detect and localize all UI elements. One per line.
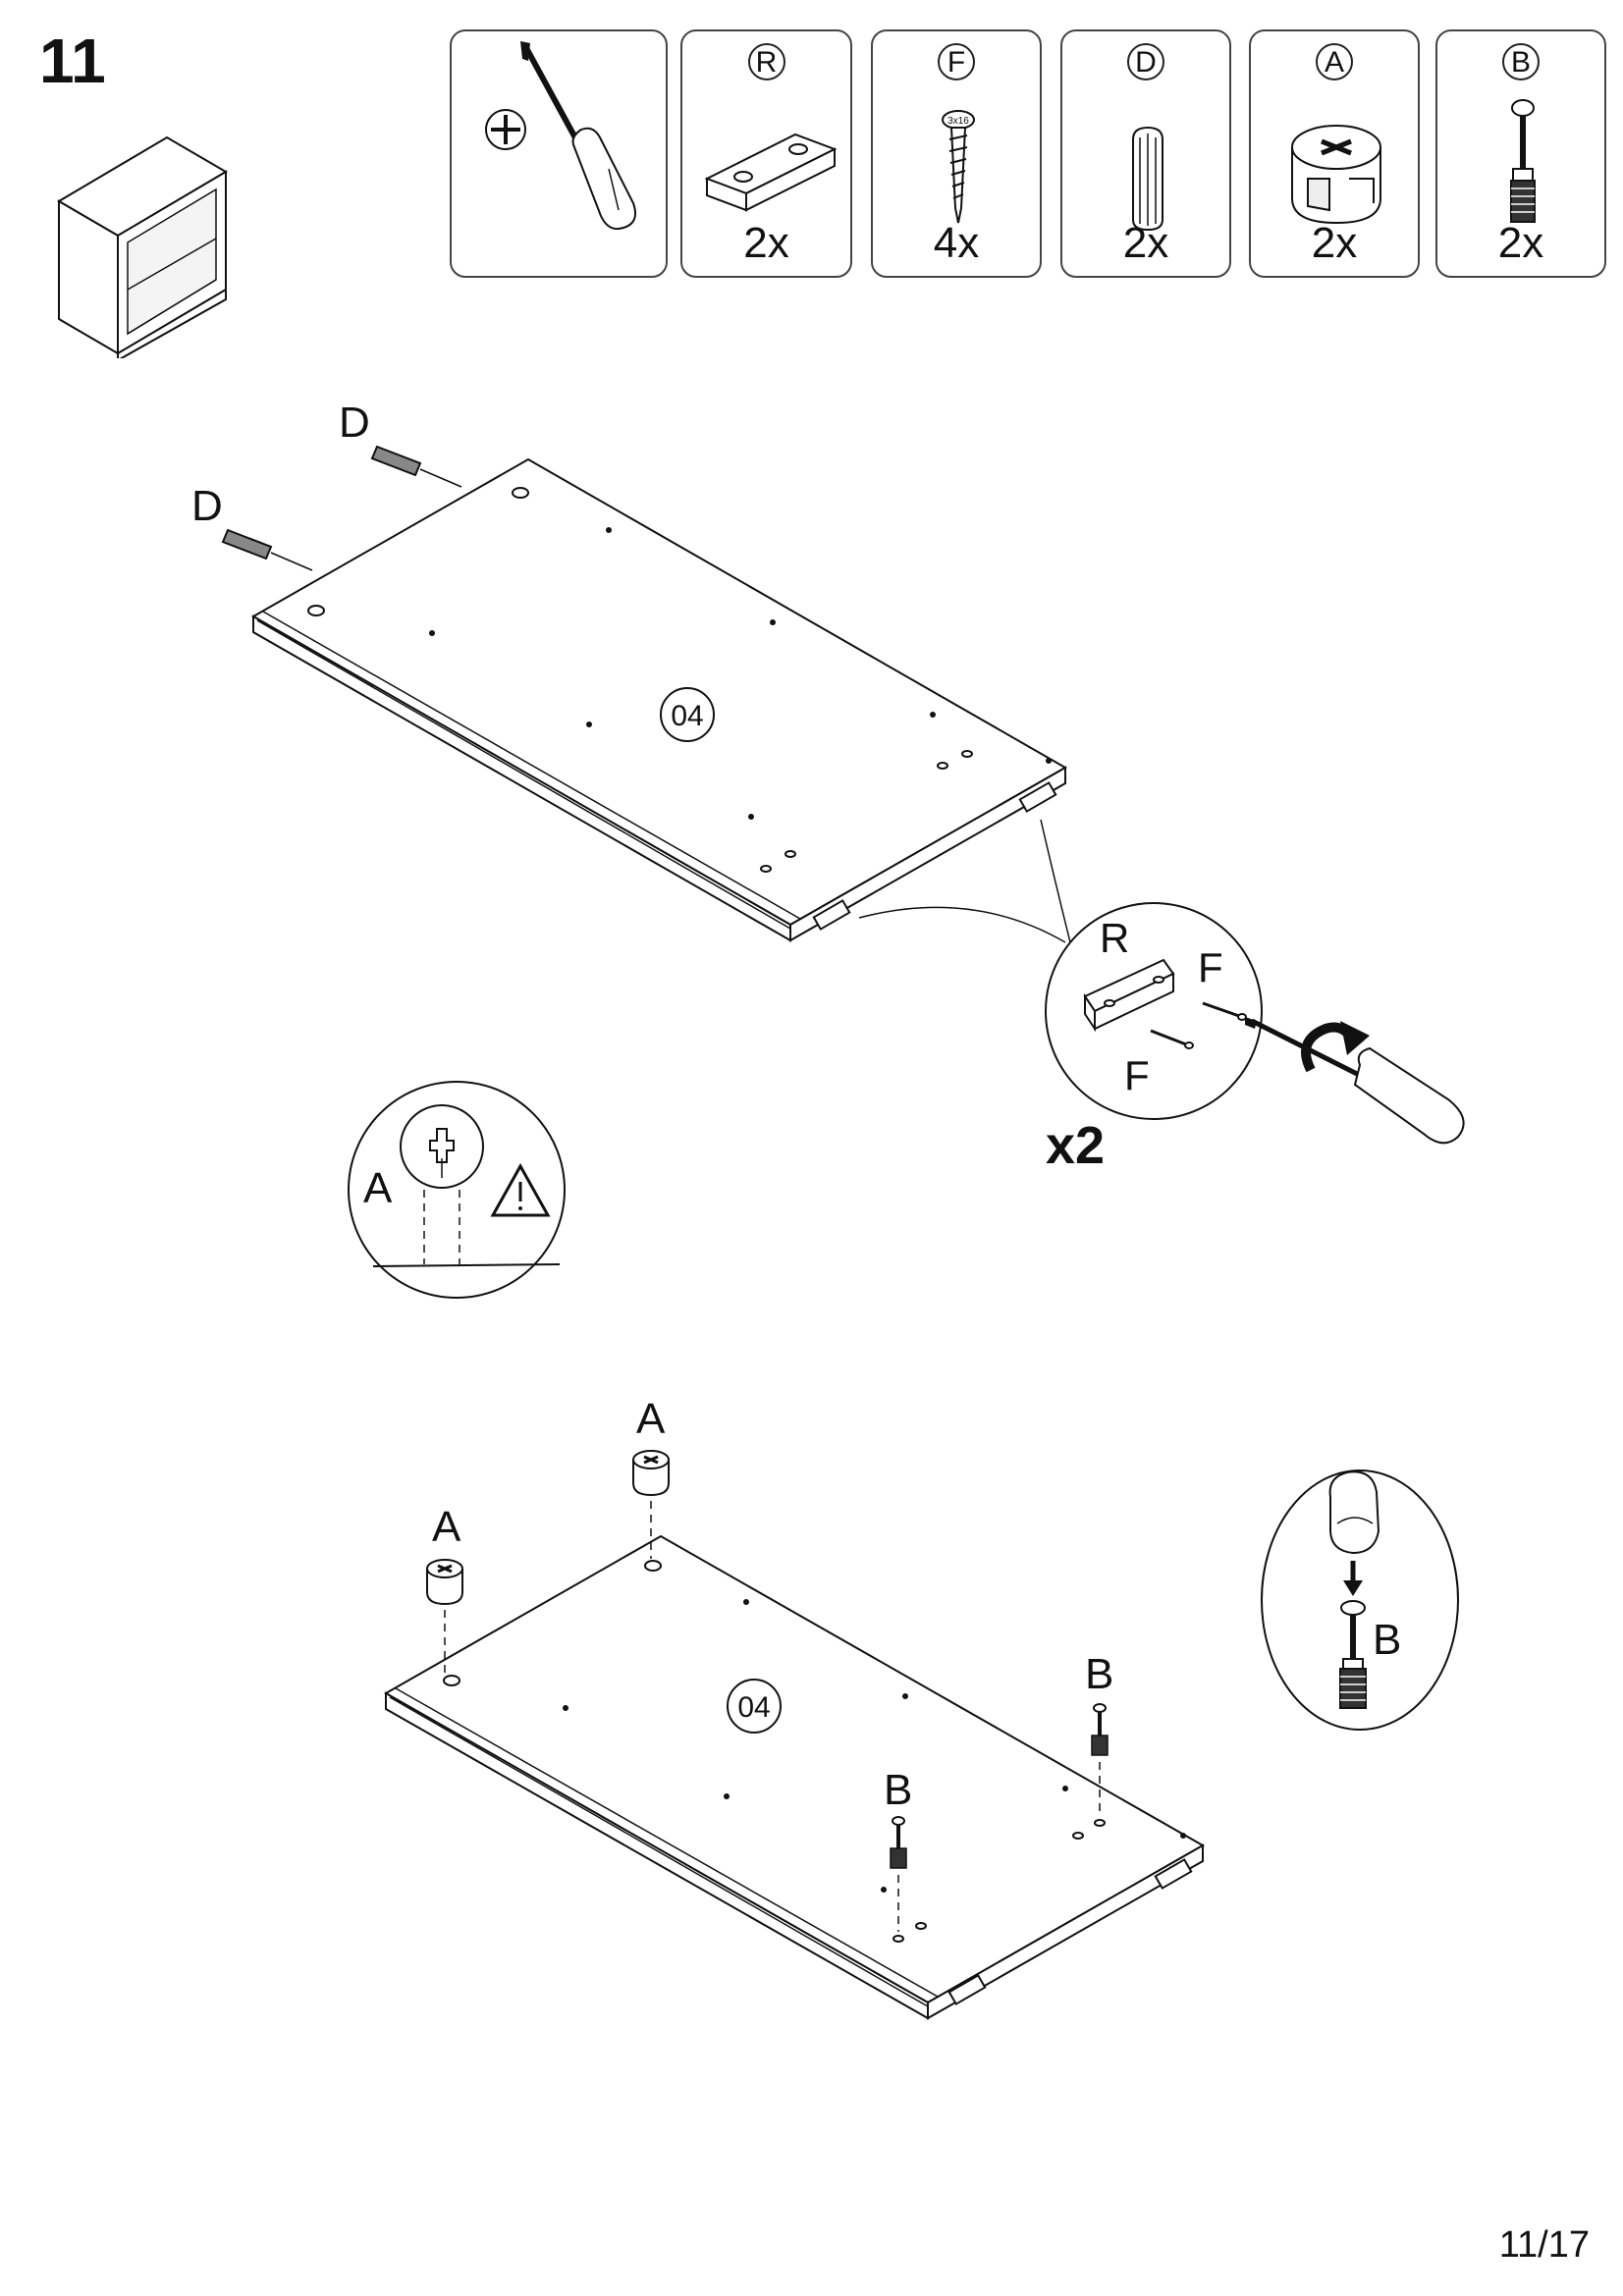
- dowel-d-2: D: [191, 482, 313, 571]
- cam-bolt-b-2: B: [884, 1766, 912, 1932]
- cam-lock-a-2: A: [632, 1395, 670, 1559]
- hardware-qty-B: 2x: [1497, 219, 1544, 267]
- wooden-dowel-icon: [1132, 126, 1163, 232]
- press-detail: B: [1261, 1469, 1459, 1731]
- hardware-qty-F: 4x: [933, 219, 980, 267]
- warning-part-label: A: [363, 1164, 393, 1212]
- cam-lock-a-1: A: [426, 1503, 463, 1674]
- warning-triangle-icon: [490, 1162, 551, 1217]
- screw-icon: 3x16: [942, 110, 975, 224]
- hardware-letter-F: F: [938, 43, 975, 80]
- bolt-label-2: B: [884, 1766, 912, 1814]
- cam-bolt-icon: [1510, 99, 1536, 223]
- hardware-box-tool: [450, 29, 668, 278]
- hardware-letter-B: B: [1502, 43, 1540, 80]
- plate-label-R: R: [1100, 915, 1129, 961]
- rotate-arrow-icon: [1301, 1021, 1370, 1073]
- panel-label-top: 04: [671, 700, 703, 732]
- screw-label-F-2: F: [1124, 1052, 1150, 1098]
- cam-lock-icon: [1291, 125, 1381, 225]
- hardware-box-R: R 2x: [680, 29, 852, 278]
- hardware-letter-R: R: [747, 43, 785, 80]
- hardware-box-A: A 2x: [1249, 29, 1420, 278]
- hardware-qty-A: 2x: [1311, 219, 1358, 267]
- dowel-label-2: D: [191, 482, 223, 530]
- press-part-label: B: [1373, 1616, 1401, 1664]
- connector-plate-icon: [704, 133, 838, 212]
- phillips-screwdriver-icon: [485, 41, 636, 231]
- hardware-box-D: D 2x: [1060, 29, 1231, 278]
- hardware-qty-R: 2x: [743, 219, 789, 267]
- hardware-box-F: F 3x16 4x: [871, 29, 1042, 278]
- bottom-panel-diagram: 04 A A B: [383, 1395, 1206, 2020]
- hardware-letter-A: A: [1316, 43, 1353, 80]
- panel-04-top: 04: [250, 457, 1068, 942]
- screw-label-F-1: F: [1198, 944, 1223, 990]
- warning-detail: A: [348, 1081, 566, 1299]
- cam-label-2: A: [636, 1395, 666, 1443]
- dowel-label-1: D: [339, 399, 370, 447]
- page-number: 11/17: [1498, 2224, 1590, 2266]
- cam-label-1: A: [432, 1503, 461, 1551]
- multiplier-label: x2: [1046, 1116, 1105, 1175]
- hardware-letter-D: D: [1127, 43, 1164, 80]
- step-number: 11: [39, 26, 106, 96]
- connector-detail: R F F: [1045, 902, 1263, 1120]
- hardware-qty-D: 2x: [1122, 219, 1169, 267]
- bolt-label-1: B: [1085, 1650, 1113, 1698]
- cabinet-overview-icon: [57, 135, 228, 358]
- finger-press-icon: [1328, 1470, 1380, 1596]
- cam-bolt-b-1: B: [1085, 1650, 1113, 1816]
- panel-label-bottom: 04: [737, 1691, 770, 1724]
- top-panel-diagram: D D: [191, 399, 1465, 1175]
- dowel-d-1: D: [339, 399, 462, 488]
- screw-mark: 3x16: [947, 116, 969, 127]
- hardware-box-B: B 2x: [1435, 29, 1606, 278]
